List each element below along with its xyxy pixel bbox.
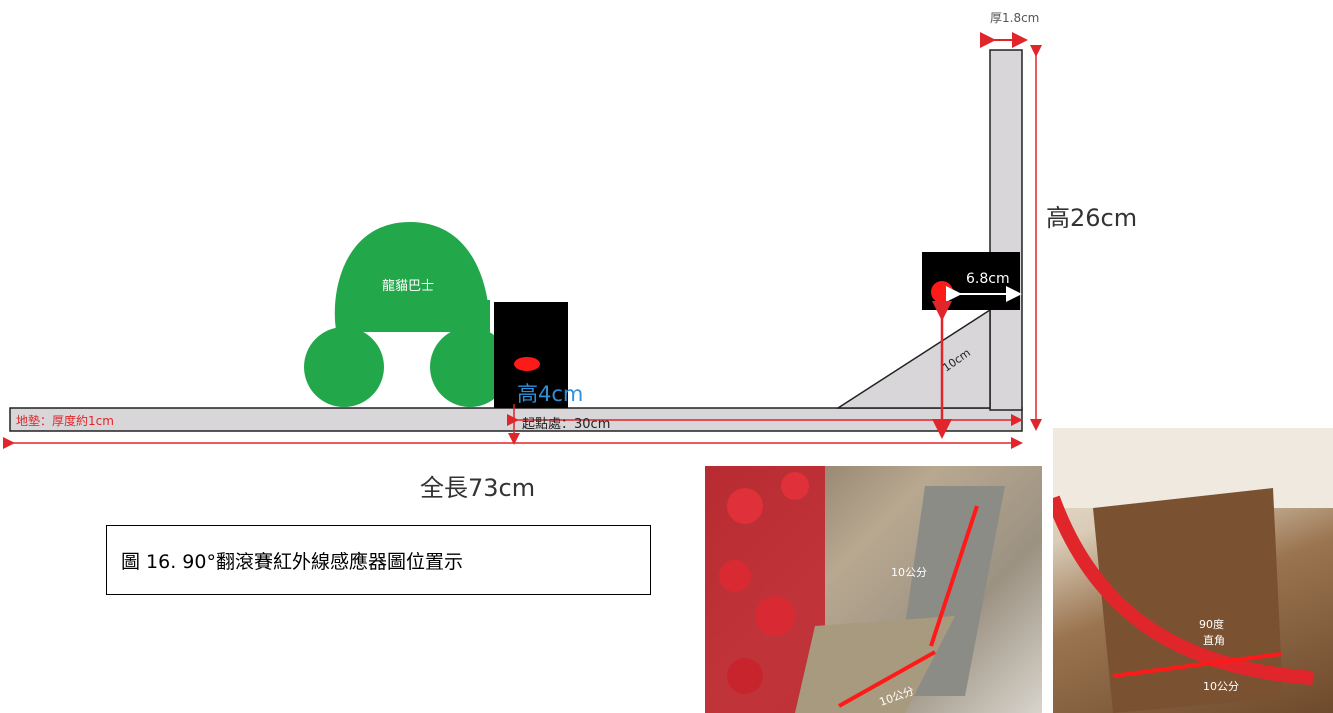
photo-right-angle: 90度 直角 10公分 xyxy=(1053,428,1333,713)
bus-name-label: 龍貓巴士 xyxy=(382,278,434,294)
figure-caption: 圖 16. 90°翻滾賽紅外線感應器圖位置示 xyxy=(106,525,651,595)
photo2-angle-label-2: 直角 xyxy=(1203,633,1225,647)
thickness-label: 厚1.8cm xyxy=(990,11,1039,25)
catbus-shape xyxy=(304,222,510,407)
block-height-label: 高4cm xyxy=(517,382,583,406)
start-distance-label: 起點處：30cm xyxy=(522,417,610,432)
photo2-length-label: 10公分 xyxy=(1203,680,1239,693)
mat-label: 地墊：厚度約1cm xyxy=(16,413,114,428)
ramp-triangle xyxy=(835,308,991,409)
sensor-dot-left xyxy=(514,357,540,371)
photo1-label-a: 10公分 xyxy=(891,566,927,579)
block-left xyxy=(494,302,568,408)
sensor-width-label: 6.8cm xyxy=(966,271,1010,287)
sensor-dot-right xyxy=(931,281,953,303)
vertical-wall xyxy=(989,49,1023,411)
height-label: 高26cm xyxy=(1046,204,1137,232)
length-label: 全長73cm xyxy=(420,474,535,502)
photo2-angle-label-1: 90度 xyxy=(1199,617,1224,631)
photo-measurement: 10公分 10公分 xyxy=(705,466,1042,713)
